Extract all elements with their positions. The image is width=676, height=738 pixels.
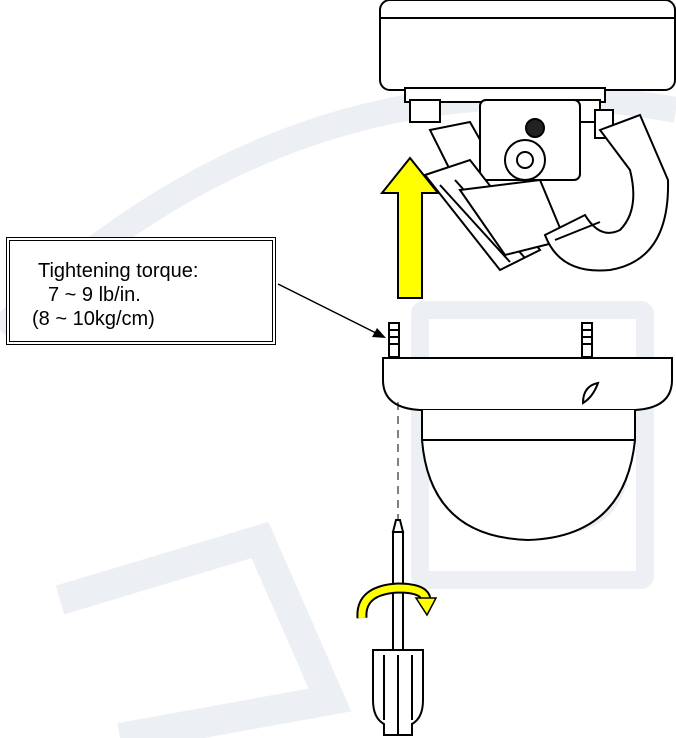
torque-callout: Tightening torque: 7 ~ 9 lb/in. (8 ~ 10k… xyxy=(6,237,276,345)
torque-title: Tightening torque: xyxy=(38,260,199,282)
torque-imperial-value: 7 ~ 9 lb/in. xyxy=(48,284,141,306)
camera-dome-base xyxy=(382,322,673,542)
torque-metric-value: (8 ~ 10kg/cm) xyxy=(32,308,155,330)
camera-module xyxy=(423,99,670,272)
rotation-arrow-icon xyxy=(356,582,438,619)
up-arrow-icon xyxy=(379,156,441,299)
callout-leader xyxy=(277,283,386,338)
